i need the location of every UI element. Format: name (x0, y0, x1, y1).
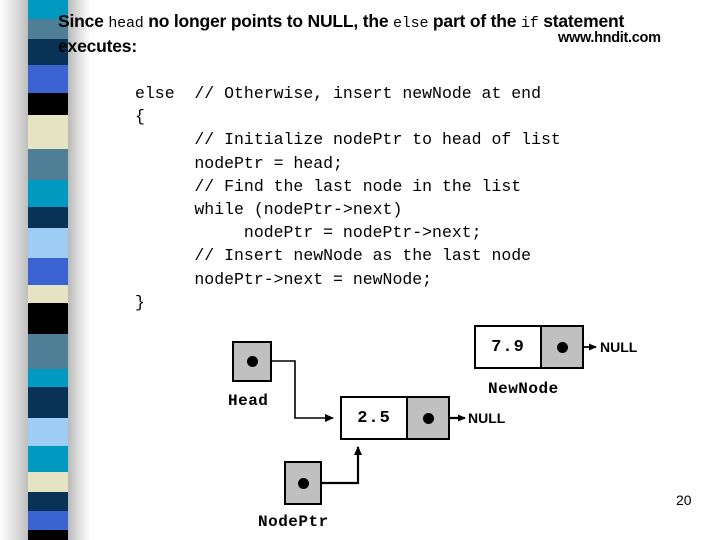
list-node-new: 7.9 (474, 325, 584, 369)
heading-code-else: else (393, 15, 429, 32)
list-node-first-link-dot (422, 412, 434, 424)
strip-band-4 (28, 93, 70, 115)
code-line-7: // Insert newNode as the last node (135, 246, 532, 266)
newnode-label: NewNode (488, 380, 559, 398)
code-line-8: nodePtr->next = newNode; (135, 269, 433, 289)
strip-band-2 (28, 39, 70, 65)
arrow-head-to-node (252, 360, 334, 422)
strip-band-14 (28, 369, 70, 387)
strip-band-21 (28, 530, 70, 540)
list-node-new-null-label: NULL (600, 339, 638, 355)
list-node-new-value: 7.9 (491, 337, 525, 357)
nodeptr-pointer-box (284, 461, 322, 505)
strip-band-13 (28, 334, 70, 369)
code-line-2: // Initialize nodePtr to head of list (135, 130, 561, 150)
strip-band-19 (28, 492, 70, 511)
strip-band-3 (28, 65, 70, 93)
nodeptr-pointer-dot (297, 477, 309, 489)
heading-text-1: Since (58, 11, 109, 31)
code-line-4: // Find the last node in the list (135, 176, 522, 196)
code-block: else // Otherwise, insert newNode at end… (135, 82, 561, 314)
strip-band-7 (28, 180, 70, 207)
heading-text-4: statement (538, 11, 625, 31)
strip-band-11 (28, 285, 70, 303)
decorative-color-strip (0, 0, 90, 540)
head-pointer-box (232, 341, 272, 382)
strip-band-5 (28, 115, 70, 149)
list-node-new-link-dot (556, 341, 568, 353)
code-line-6: nodePtr = nodePtr->next; (135, 223, 482, 243)
strip-band-6 (28, 149, 70, 180)
strip-band-9 (28, 228, 70, 258)
strip-band-18 (28, 472, 70, 492)
code-line-1: { (135, 107, 145, 127)
code-line-3: nodePtr = head; (135, 153, 343, 173)
heading-code-head: head (108, 15, 144, 32)
strip-band-0 (28, 0, 70, 19)
strip-shadow-right (68, 0, 90, 540)
heading-line-2: executes: (58, 36, 137, 56)
nodeptr-label: NodePtr (258, 513, 329, 531)
strip-band-12 (28, 303, 70, 334)
list-node-first: 2.5 (340, 396, 450, 440)
strip-band-20 (28, 511, 70, 530)
list-node-first-link (406, 398, 448, 438)
head-label: Head (228, 392, 269, 410)
strip-shadow-left (0, 0, 30, 540)
strip-band-8 (28, 207, 70, 228)
code-line-0: else // Otherwise, insert newNode at end (135, 84, 541, 103)
code-line-5: while (nodePtr->next) (135, 200, 403, 220)
code-line-9: } (135, 292, 145, 312)
list-node-first-null-label: NULL (468, 410, 506, 426)
watermark-url: www.hndit.com (558, 30, 661, 46)
strip-band-17 (28, 446, 70, 472)
heading-text-3: part of the (428, 11, 521, 31)
strip-band-10 (28, 258, 70, 285)
strip-band-1 (28, 19, 70, 39)
strip-band-16 (28, 418, 70, 446)
heading-text-2: no longer points to NULL, the (143, 11, 394, 31)
page-number: 20 (676, 492, 692, 508)
list-node-new-link (540, 327, 582, 367)
heading-code-if: if (520, 15, 539, 32)
slide-heading: Since head no longer points to NULL, the… (58, 10, 718, 57)
head-pointer-dot (246, 356, 258, 367)
strip-band-15 (28, 387, 70, 418)
arrow-nodeptr-to-node (303, 446, 362, 485)
list-node-first-value: 2.5 (357, 408, 391, 428)
